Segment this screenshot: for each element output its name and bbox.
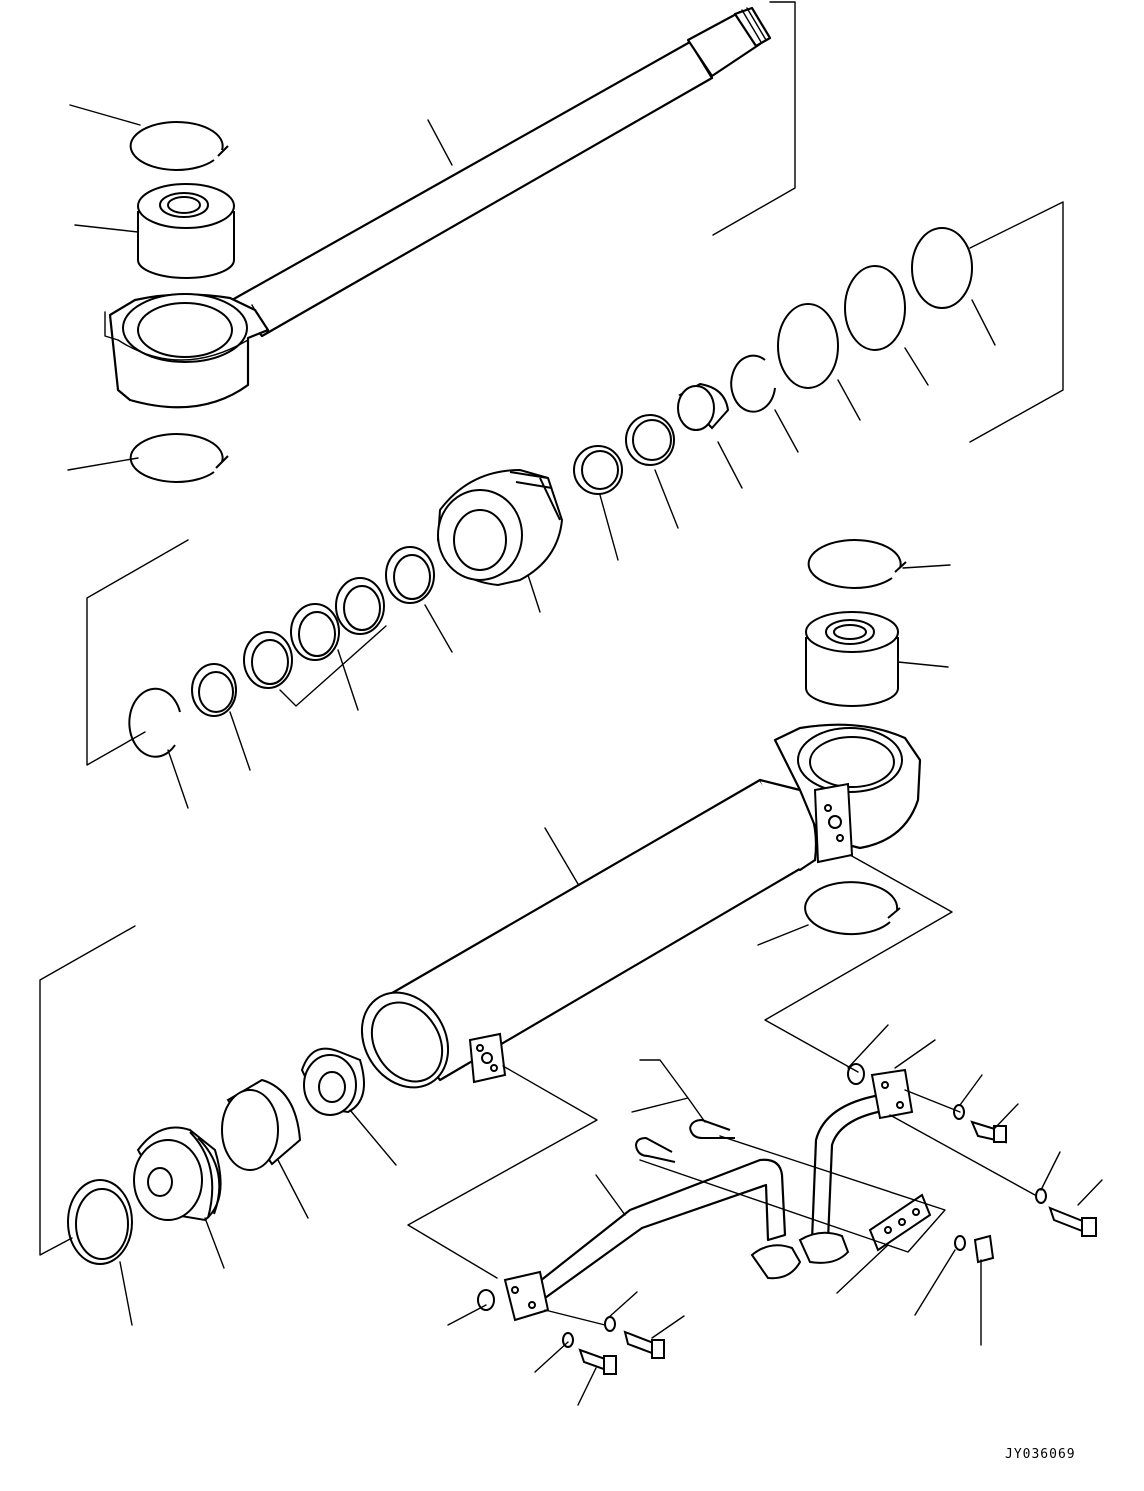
bolt-4: [578, 1348, 617, 1375]
u-bolt-1: [689, 1118, 735, 1139]
bushing-top: [137, 183, 235, 279]
o-ring-large-3: [911, 227, 973, 309]
bolt-2: [1048, 1206, 1097, 1237]
bushing-bottom: [805, 611, 899, 707]
washer-5: [954, 1235, 966, 1251]
drawing-code-label: JY036069: [1005, 1447, 1076, 1462]
wear-ring: [677, 382, 730, 431]
cushion-ring: [221, 1078, 302, 1171]
clamp-plate: [868, 1193, 932, 1252]
nut: [300, 1047, 365, 1116]
o-ring-small-1: [847, 1063, 865, 1085]
bolt-3: [623, 1330, 665, 1359]
bolt-1: [970, 1120, 1008, 1144]
seal-ring-3: [290, 603, 340, 661]
snap-ring-bottom-eye: [807, 539, 907, 589]
cylinder-head: [133, 1126, 222, 1222]
piston-ring-1: [573, 445, 623, 495]
washer-3: [604, 1316, 616, 1332]
seal-ring-4: [243, 631, 293, 689]
snap-ring-top: [129, 121, 229, 171]
snap-ring-tube: [804, 881, 901, 936]
seal-ring-5: [191, 663, 237, 717]
nut-small: [973, 1234, 995, 1264]
u-bolt-2: [635, 1136, 676, 1163]
o-ring-large-2: [844, 265, 906, 351]
snap-ring-mid: [129, 433, 229, 483]
cylinder-tube: [360, 723, 922, 1089]
piston-ring-2: [625, 414, 675, 466]
o-ring-large-1: [777, 303, 839, 389]
tube-long: [503, 1158, 802, 1322]
seal-ring-1: [385, 546, 435, 604]
tube-short: [798, 1068, 914, 1264]
leader-lines: [39, 1, 1103, 1406]
piston-rod: [104, 6, 772, 409]
washer-2: [1035, 1188, 1047, 1204]
backup-ring-1: [730, 354, 776, 413]
snap-ring-small: [128, 687, 181, 758]
dust-seal: [67, 1179, 133, 1265]
washer-4: [562, 1332, 574, 1348]
o-ring-small-2: [477, 1289, 495, 1311]
washer-1: [953, 1104, 965, 1120]
piston: [436, 468, 564, 587]
seal-ring-2: [335, 577, 385, 635]
